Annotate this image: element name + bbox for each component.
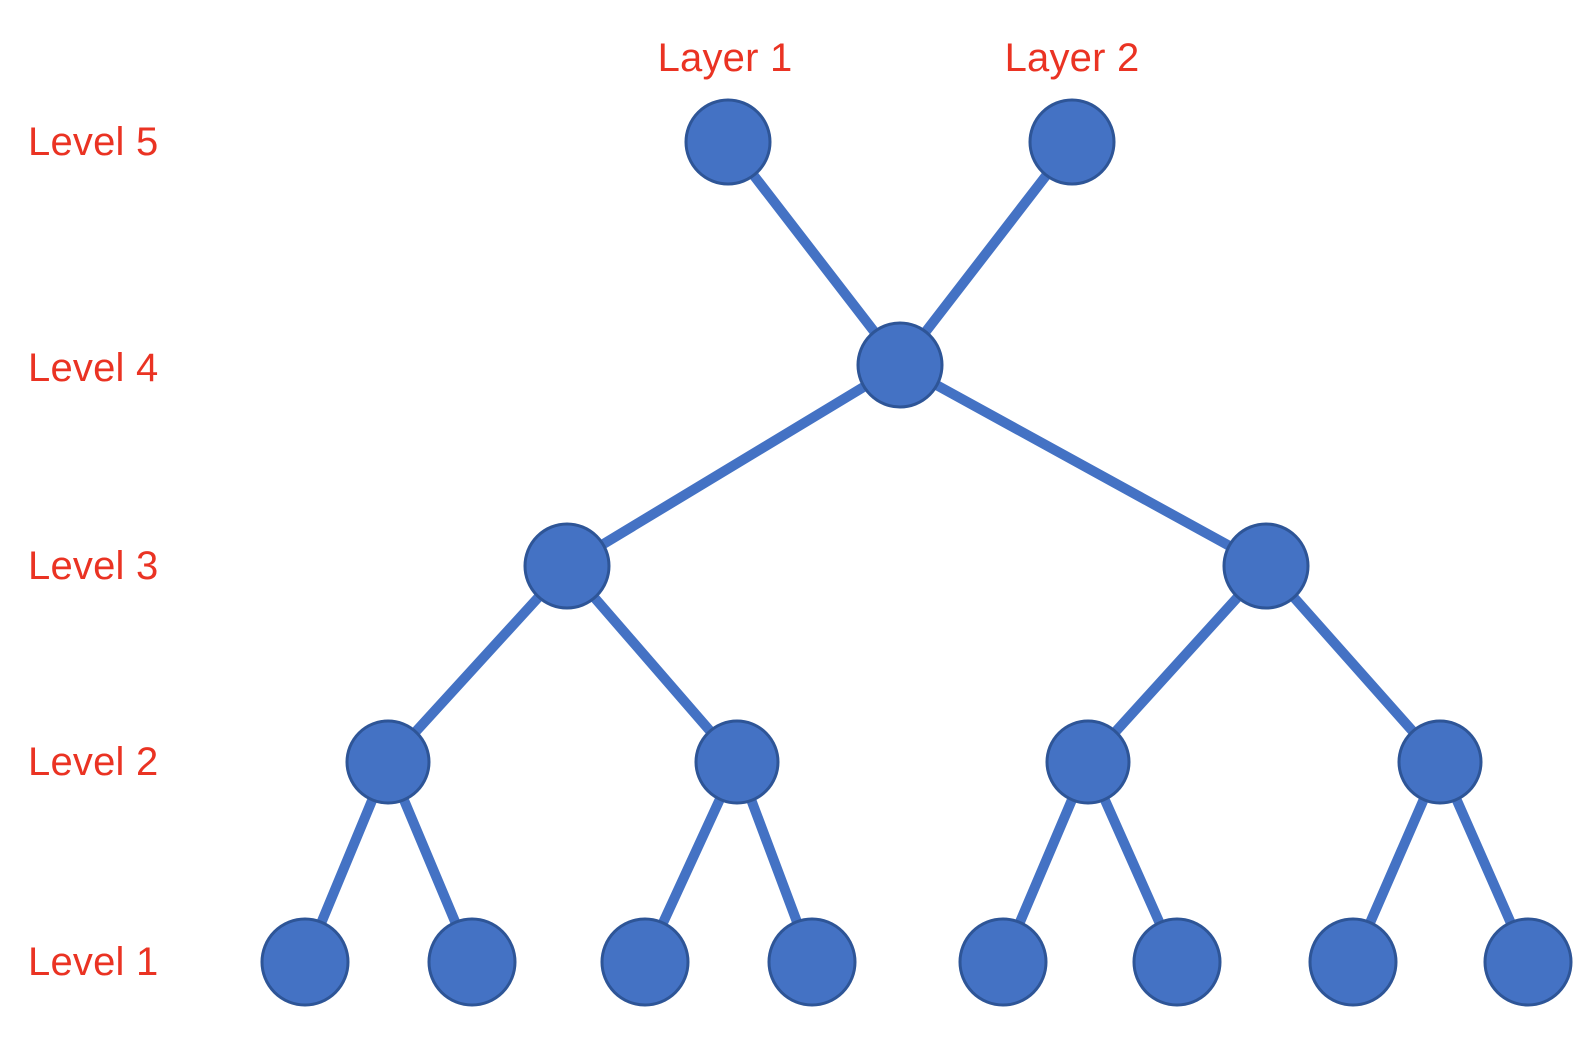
level-label: Level 1	[28, 940, 159, 984]
tree-node[interactable]	[600, 917, 690, 1007]
layer-label: Layer 2	[1004, 36, 1140, 80]
tree-node[interactable]	[1028, 98, 1116, 186]
tree-node[interactable]	[1222, 522, 1310, 610]
level-label: Level 4	[28, 346, 159, 390]
tree-edge	[1083, 561, 1271, 767]
level-label: Level 2	[28, 740, 159, 784]
tree-node[interactable]	[1045, 719, 1131, 805]
tree-node[interactable]	[523, 522, 611, 610]
tree-node[interactable]	[1483, 917, 1573, 1007]
tree-node[interactable]	[345, 719, 431, 805]
tree-edge	[895, 360, 1271, 571]
edges-group	[300, 137, 1533, 967]
tree-edge	[895, 137, 1077, 370]
tree-node[interactable]	[856, 321, 944, 409]
tree-node[interactable]	[694, 719, 780, 805]
nodes-group	[260, 98, 1573, 1007]
tree-node[interactable]	[767, 917, 857, 1007]
tree-node[interactable]	[1308, 917, 1398, 1007]
tree-node[interactable]	[958, 917, 1048, 1007]
tree-node[interactable]	[260, 917, 350, 1007]
tree-node[interactable]	[684, 98, 772, 186]
tree-node[interactable]	[1132, 917, 1222, 1007]
tree-node[interactable]	[1397, 719, 1483, 805]
layer-label: Layer 1	[657, 36, 793, 80]
level-label: Level 5	[28, 120, 159, 164]
tree-node[interactable]	[427, 917, 517, 1007]
level-label: Level 3	[28, 544, 159, 588]
tree-edge	[562, 360, 905, 571]
tree-edge	[1261, 561, 1445, 767]
tree-edge	[383, 561, 572, 767]
tree-edge	[723, 137, 905, 370]
